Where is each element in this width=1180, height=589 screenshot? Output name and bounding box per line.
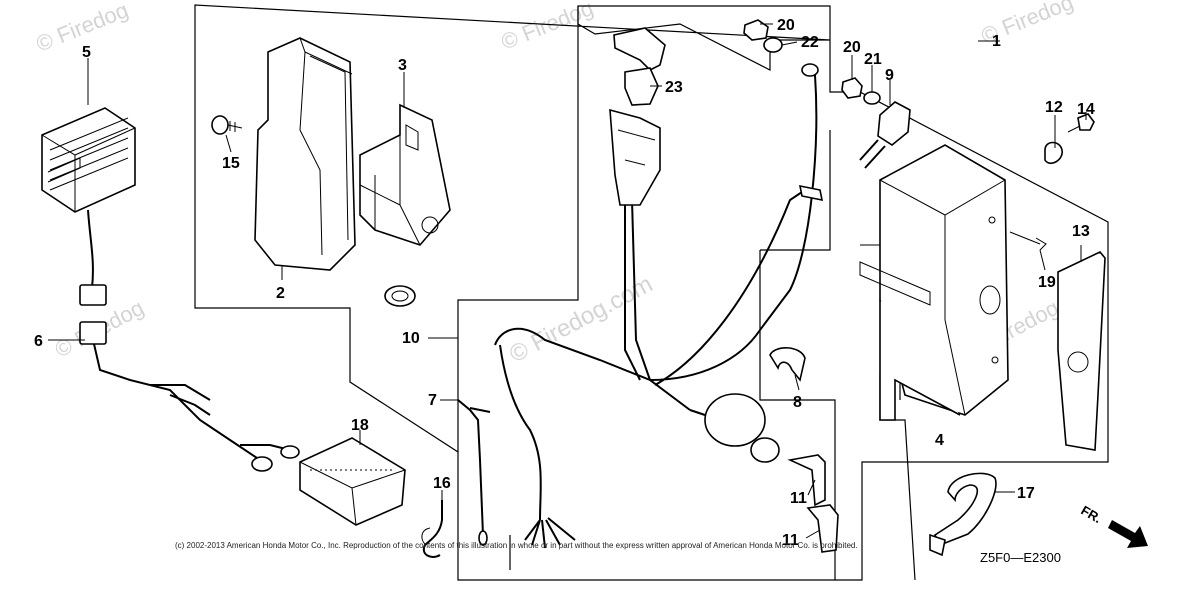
callouts: 5 2 3 6 7 8 9 10 11 11 12 13 14 15 16 17…: [34, 17, 1095, 549]
callout-4: 4: [935, 432, 944, 449]
callout-11-upper: 11: [790, 490, 807, 507]
part-regulator: [41, 107, 300, 472]
callout-21: 21: [864, 51, 882, 68]
part-strap: [929, 472, 997, 557]
callout-19: 19: [1038, 274, 1056, 291]
callout-20-top: 20: [777, 17, 795, 34]
callout-22: 22: [801, 34, 819, 51]
callout-20-right: 20: [843, 39, 861, 56]
part-screw-19: [1009, 231, 1047, 251]
callout-2: 2: [276, 285, 285, 302]
part-cover: [254, 37, 356, 271]
inner-boundary: [457, 6, 916, 581]
part-grommet: [384, 285, 416, 307]
part-pad: [299, 437, 406, 526]
callout-16: 16: [433, 475, 451, 492]
part-fuse: [613, 27, 666, 106]
part-control-box: [859, 144, 1009, 421]
callout-8: 8: [793, 394, 802, 411]
part-wire-7: [457, 399, 491, 546]
callout-6: 6: [34, 333, 43, 350]
callout-1: 1: [992, 33, 1001, 50]
callout-18: 18: [351, 417, 369, 434]
part-harness: [494, 63, 824, 549]
copyright-notice: (c) 2002-2013 American Honda Motor Co., …: [175, 541, 858, 550]
part-plate: [1057, 251, 1106, 451]
callout-23: 23: [665, 79, 683, 96]
callout-12: 12: [1045, 99, 1063, 116]
callout-9: 9: [885, 67, 894, 84]
callout-17: 17: [1017, 485, 1035, 502]
leader-lines: [48, 23, 1087, 539]
part-keys: [787, 454, 839, 553]
watermark-top-center: © Firedog: [498, 0, 597, 55]
part-clamp-12: [1044, 141, 1063, 165]
part-terminal: [859, 101, 911, 169]
part-clip-16: [421, 500, 443, 558]
callout-10: 10: [402, 330, 420, 347]
callout-13: 13: [1072, 223, 1090, 240]
callout-15: 15: [222, 155, 240, 172]
front-label: FR.: [1079, 503, 1105, 526]
front-arrow-icon: [1108, 520, 1148, 548]
callout-3: 3: [398, 57, 407, 74]
part-nuts: [743, 19, 881, 105]
diagram-code: Z5F0—E2300: [980, 550, 1061, 565]
part-screw-15: [211, 115, 243, 135]
callout-5: 5: [82, 44, 91, 61]
front-direction-indicator: FR.: [1079, 503, 1148, 548]
callout-14: 14: [1077, 101, 1095, 118]
part-clamp-8: [769, 347, 806, 382]
callout-11-lower: 11: [782, 532, 799, 549]
callout-7: 7: [428, 392, 437, 409]
part-bracket: [359, 103, 451, 246]
part-key-switch: [689, 393, 780, 463]
